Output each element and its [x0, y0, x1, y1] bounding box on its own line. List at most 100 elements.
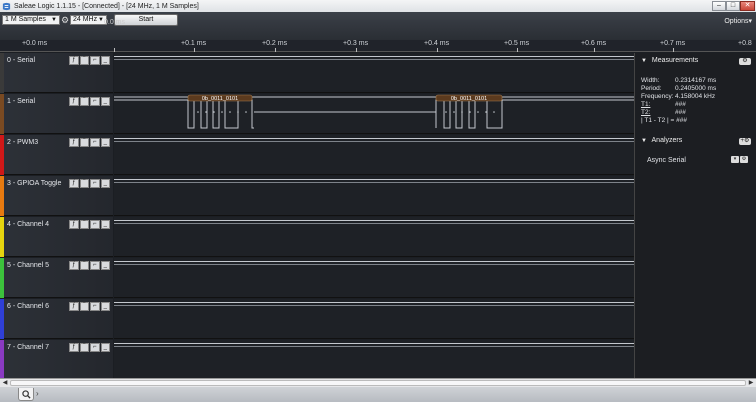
gear-icon[interactable]: ⚙	[740, 156, 748, 163]
next-tab-icon[interactable]: ›	[36, 389, 39, 398]
trigger-high-button[interactable]: ‾	[79, 343, 89, 352]
channel-name: 4 - Channel 4	[7, 221, 50, 228]
channel-name: 7 - Channel 7	[7, 344, 50, 351]
decode-bubble[interactable]	[187, 94, 253, 102]
trigger-settings-button[interactable]: ƒ	[69, 261, 79, 270]
channel-label-0[interactable]: 0 - Serial ƒ ‾ ⌐ _	[0, 53, 113, 93]
scrollbar-thumb[interactable]	[10, 380, 746, 386]
trigger-high-button[interactable]: ‾	[79, 138, 89, 147]
add-analyzer-button[interactable]: +⚙	[739, 138, 751, 145]
maximize-button[interactable]: □	[726, 1, 740, 11]
measurements-header[interactable]: ▼ Measurements ⚙	[635, 57, 756, 67]
start-button[interactable]: Start	[114, 14, 178, 26]
samples-select[interactable]: 1 M Samples ▼	[2, 15, 60, 25]
measurement-value: ###	[675, 109, 686, 116]
trigger-settings-button[interactable]: ƒ	[69, 302, 79, 311]
trigger-low-button[interactable]: _	[100, 56, 110, 65]
trigger-rising-button[interactable]: ⌐	[90, 56, 100, 65]
trigger-low-button[interactable]: _	[100, 179, 110, 188]
trigger-low-button[interactable]: _	[100, 302, 110, 311]
scroll-left-icon[interactable]: ◀	[2, 380, 8, 386]
signal-line	[114, 182, 634, 183]
trigger-rising-button[interactable]: ⌐	[90, 261, 100, 270]
trigger-high-button[interactable]: ‾	[79, 179, 89, 188]
channel-name: 1 - Serial	[7, 98, 36, 105]
t2-key[interactable]: T2:	[641, 109, 651, 116]
waveform-7[interactable]	[114, 340, 634, 380]
chevron-down-icon: ▼	[98, 17, 104, 23]
minimize-button[interactable]: –	[712, 1, 726, 11]
trigger-low-button[interactable]: _	[100, 261, 110, 270]
waveform-3[interactable]	[114, 176, 634, 216]
channel-label-7[interactable]: 7 - Channel 7 ƒ ‾ ⌐ _	[0, 340, 113, 380]
channel-label-5[interactable]: 5 - Channel 5 ƒ ‾ ⌐ _	[0, 258, 113, 298]
waveform-0[interactable]	[114, 53, 634, 93]
trigger-low-button[interactable]: _	[100, 138, 110, 147]
measurements-settings-button[interactable]: ⚙	[739, 58, 751, 65]
trigger-high-button[interactable]: ‾	[79, 261, 89, 270]
trigger-low-button[interactable]: _	[100, 343, 110, 352]
trigger-high-button[interactable]: ‾	[79, 56, 89, 65]
trigger-rising-button[interactable]: ⌐	[90, 220, 100, 229]
channel-label-4[interactable]: 4 - Channel 4 ƒ ‾ ⌐ _	[0, 217, 113, 257]
search-tab[interactable]	[18, 388, 34, 401]
signal-line	[114, 264, 634, 265]
trigger-rising-button[interactable]: ⌐	[90, 343, 100, 352]
trigger-rising-button[interactable]: ⌐	[90, 97, 100, 106]
channel-label-6[interactable]: 6 - Channel 6 ƒ ‾ ⌐ _	[0, 299, 113, 339]
signal-line	[114, 305, 634, 306]
horizontal-scrollbar[interactable]: ◀ ▶	[0, 378, 756, 387]
channel-color-0	[0, 53, 4, 93]
ruler-tick: +0.6 ms	[581, 40, 607, 47]
trigger-settings-button[interactable]: ƒ	[69, 97, 79, 106]
ruler-tick: +0.5 ms	[504, 40, 530, 47]
close-button[interactable]: ✕	[740, 1, 755, 11]
channel-color-1	[0, 94, 4, 134]
ruler-tickmark	[114, 48, 115, 52]
channel-color-6	[0, 299, 4, 339]
rate-select[interactable]: 24 MHz ▼	[70, 15, 107, 25]
gear-icon[interactable]: ⚙	[61, 15, 70, 25]
time-ruler[interactable]: +0.0 ms +0.1 ms +0.2 ms +0.3 ms +0.4 ms …	[0, 40, 756, 52]
trigger-high-button[interactable]: ‾	[79, 97, 89, 106]
ruler-tick: +0.4 ms	[424, 40, 450, 47]
signal-line	[114, 59, 634, 60]
chevron-down-icon: ▼	[51, 17, 57, 23]
waveform-6[interactable]	[114, 299, 634, 339]
trigger-high-button[interactable]: ‾	[79, 302, 89, 311]
trigger-rising-button[interactable]: ⌐	[90, 302, 100, 311]
waveform-4[interactable]	[114, 217, 634, 257]
measurement-value: ###	[675, 101, 686, 108]
trigger-rising-button[interactable]: ⌐	[90, 179, 100, 188]
measurement-value: 0.2314167 ms	[675, 77, 717, 84]
channel-label-2[interactable]: 2 - PWM3 ƒ ‾ ⌐ _	[0, 135, 113, 175]
trigger-settings-button[interactable]: ƒ	[69, 179, 79, 188]
scroll-right-icon[interactable]: ▶	[748, 380, 754, 386]
analyzers-header[interactable]: ▼ Analyzers +⚙	[635, 137, 756, 147]
trigger-rising-button[interactable]: ⌐	[90, 138, 100, 147]
trigger-low-button[interactable]: _	[100, 220, 110, 229]
trigger-settings-button[interactable]: ƒ	[69, 220, 79, 229]
analyzer-item[interactable]: Async Serial	[647, 157, 686, 164]
trigger-low-button[interactable]: _	[100, 97, 110, 106]
analyzer-toggle-icon[interactable]: ▾	[731, 156, 739, 163]
waveform-2[interactable]	[114, 135, 634, 175]
options-menu[interactable]: Options▾	[724, 18, 752, 25]
channel-row-3: 3 - GPIOA Toggle ƒ ‾ ⌐ _	[0, 176, 634, 216]
trigger-settings-button[interactable]: ƒ	[69, 343, 79, 352]
toolbar: 1 M Samples ▼ ⚙ 24 MHz ▼ Start Options▾	[0, 12, 756, 40]
trigger-buttons: ƒ ‾ ⌐ _	[69, 343, 111, 352]
channel-label-1[interactable]: 1 - Serial ƒ ‾ ⌐ _	[0, 94, 113, 134]
trigger-settings-button[interactable]: ƒ	[69, 138, 79, 147]
time-difference: | T1 - T2 | = ###	[641, 117, 687, 124]
channel-row-0: 0 - Serial ƒ ‾ ⌐ _	[0, 53, 634, 93]
trigger-high-button[interactable]: ‾	[79, 220, 89, 229]
decode-bubble[interactable]	[435, 94, 503, 102]
waveform-5[interactable]	[114, 258, 634, 298]
channel-row-2: 2 - PWM3 ƒ ‾ ⌐ _	[0, 135, 634, 175]
channel-label-3[interactable]: 3 - GPIOA Toggle ƒ ‾ ⌐ _	[0, 176, 113, 216]
ruler-tick: +0.8	[738, 40, 752, 47]
trigger-settings-button[interactable]: ƒ	[69, 56, 79, 65]
waveform-1[interactable]: 0b_0011_0101 0b_0011_0101	[114, 94, 634, 134]
t1-key[interactable]: T1:	[641, 101, 651, 108]
